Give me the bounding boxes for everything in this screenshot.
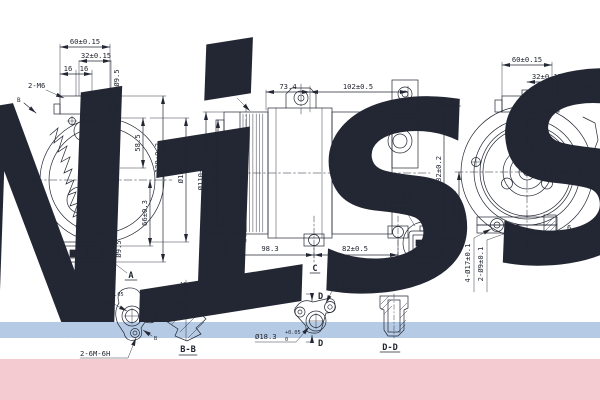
- rear-dim-height: 139±0.2: [153, 143, 162, 173]
- section-b-marker-1: B: [17, 97, 21, 104]
- section-b-marker-2: B: [3, 115, 7, 122]
- rear-dim-offset: 58.5: [133, 134, 142, 151]
- rear-dim-width-inner: 32±0.15: [81, 51, 111, 60]
- rear-dim-center: 66±0.3: [140, 200, 149, 226]
- detail-a-tol-plus: +0.05: [108, 292, 124, 298]
- front-view: [439, 61, 600, 293]
- front-side-lug: [582, 116, 599, 161]
- side-dim-mount-a: 98.3: [261, 244, 278, 253]
- rear-dim-dia: Ø132±0.3: [176, 149, 185, 184]
- belt-groove-label: 7PK: [221, 89, 235, 98]
- detail-a-label: A: [128, 271, 134, 281]
- side-dim-mount-b: 82±0.5: [342, 244, 368, 253]
- detail-d-tol-plus: +0.05: [285, 330, 301, 336]
- detail-d-tol-zero: 0: [285, 337, 288, 343]
- side-dim-pulley-dia: Ø110±0.3: [196, 156, 205, 191]
- dimension-labels: 60±0.15 32±0.15 16 16 2-M6 Ø9.5 58.5 66±…: [3, 37, 571, 358]
- detail-a-thread: 2-6M-6H: [80, 349, 110, 358]
- section-bb-dim-b: 2: [199, 286, 202, 292]
- rear-bottom-lug: [57, 241, 111, 263]
- rear-serrated-edge: [49, 126, 84, 228]
- rear-port-bottom: [66, 186, 94, 214]
- front-holes-large: 4-Ø17±0.1: [463, 244, 472, 283]
- brand-stripe-pink: [0, 359, 600, 400]
- section-dd: [379, 293, 409, 353]
- detail-d: [254, 288, 379, 343]
- rear-dim-width: 60±0.15: [70, 37, 100, 46]
- side-dim-pulley-height: 105.5: [209, 162, 218, 184]
- detail-d-thread: 2-M6-6H: [334, 280, 364, 289]
- front-dim-foot: 6: [567, 223, 571, 232]
- detail-a-marker-bottom: B: [154, 336, 157, 342]
- section-dd-label: D-D: [382, 343, 398, 353]
- section-bb: [161, 279, 207, 356]
- rear-dim-16b: 16: [80, 64, 89, 73]
- cylinder-head: [331, 111, 393, 235]
- rear-port-top-dia: Ø9.5: [112, 69, 121, 86]
- detail-a-marker-top: B: [152, 291, 155, 297]
- section-bb-label: B-B: [180, 345, 196, 355]
- detail-a-tol-zero: 0: [108, 299, 111, 305]
- side-dim-body: 102±0.5: [343, 82, 373, 91]
- registered-trademark-symbol: ®: [583, 80, 593, 98]
- rear-port-top: [73, 120, 95, 142]
- rear-port-bottom-dia: Ø9.5: [114, 240, 123, 257]
- detail-d-bore: Ø18.3: [255, 332, 277, 341]
- front-dim-center: 66±0.2: [449, 191, 458, 217]
- connector-socket: [383, 181, 411, 209]
- section-bb-dim-a: 13: [180, 282, 186, 288]
- detail-a-bore: Ø15.5: [78, 294, 100, 303]
- front-body-outline: [460, 105, 594, 239]
- pulley-face: [479, 124, 575, 220]
- detail-d-marker-bottom: D: [318, 339, 323, 349]
- rear-thread-label: 2-M6: [28, 81, 45, 90]
- rear-dim-16a: 16: [64, 64, 73, 73]
- detail-a: [79, 279, 158, 359]
- front-dim-width-inner: 32±0.15: [532, 72, 562, 81]
- detail-d-marker-top: D: [318, 292, 323, 302]
- side-view: [202, 79, 431, 274]
- rear-view: [9, 43, 190, 274]
- front-dim-height: 132±0.2: [434, 156, 443, 186]
- front-holes-small: 2-Ø9±0.1: [476, 247, 485, 282]
- front-dim-width: 60±0.15: [512, 55, 542, 64]
- view-c-label: C: [312, 264, 317, 274]
- side-dim-pulley-face: 73.4: [279, 82, 296, 91]
- connector-detail: [402, 221, 446, 265]
